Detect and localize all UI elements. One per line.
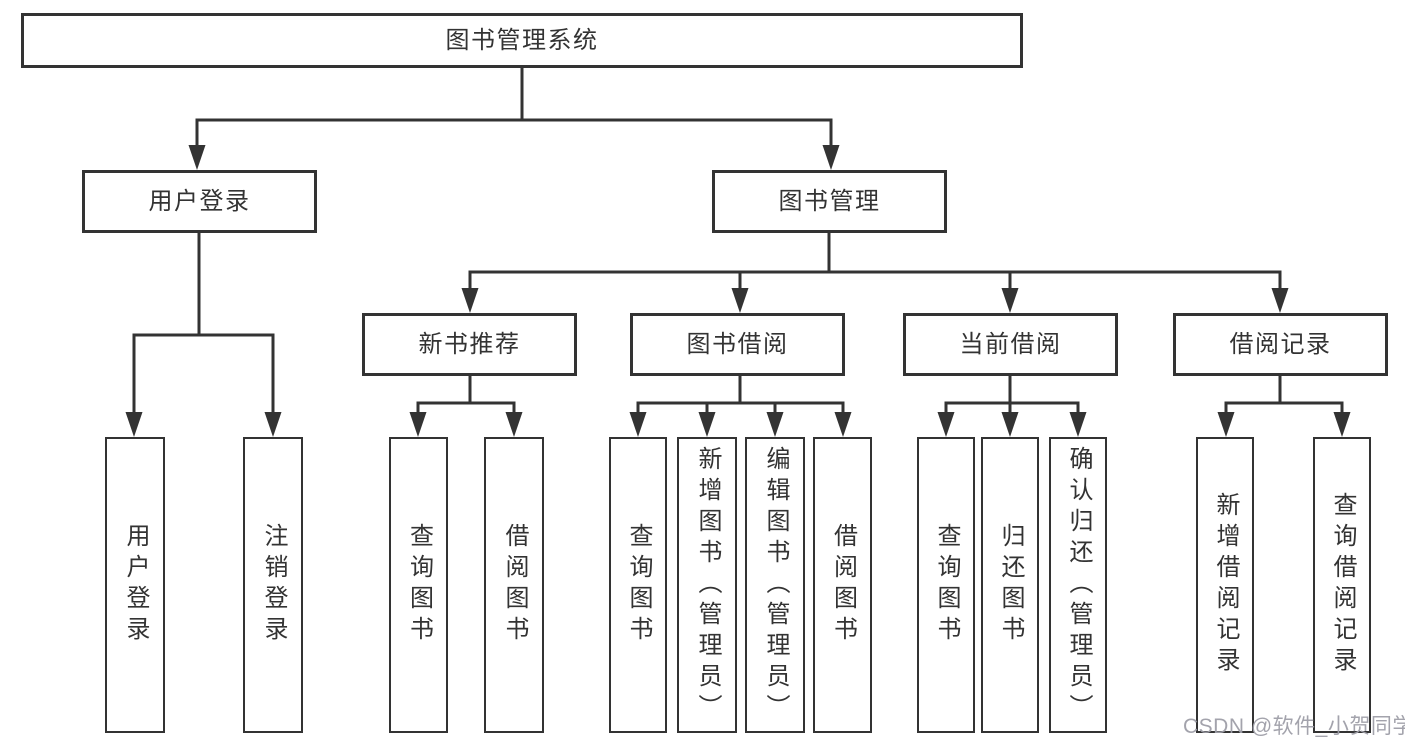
leaf-nb-borrow-books: 借阅图书 (484, 437, 544, 733)
node-label: 借阅记录 (1229, 330, 1332, 358)
leaf-bb-borrow-books: 借阅图书 (813, 437, 872, 733)
node-label: 借阅图书 (501, 523, 528, 647)
node-label: 新增借阅记录 (1212, 492, 1239, 678)
leaf-bb-add-books-admin: 新增图书（管理员） (677, 437, 737, 733)
node-borrowing-records: 借阅记录 (1173, 313, 1388, 376)
node-label: 图书借阅 (686, 330, 789, 358)
leaf-bb-edit-books-admin: 编辑图书（管理员） (745, 437, 805, 733)
connector-user-login-to-leaves (125, 231, 282, 437)
node-label: 查询图书 (933, 523, 960, 647)
node-label: 确认归还（管理员） (1065, 445, 1092, 725)
connector-book-management-to-level3 (461, 231, 1289, 313)
csdn-watermark: CSDN @软件_小贺同学 (1183, 715, 1405, 738)
node-current-borrowing: 当前借阅 (903, 313, 1118, 376)
leaf-cb-query-books: 查询图书 (917, 437, 975, 733)
node-book-borrowing: 图书借阅 (630, 313, 845, 376)
node-new-book-recommend: 新书推荐 (362, 313, 577, 376)
node-label: 当前借阅 (959, 330, 1062, 358)
node-label: 用户登录 (122, 523, 149, 647)
node-label: 查询借阅记录 (1329, 492, 1356, 678)
node-library-management-system: 图书管理系统 (21, 13, 1023, 68)
node-label: 图书管理系统 (445, 26, 599, 54)
connector-book-borrowing-to-leaves (629, 374, 852, 437)
leaf-nb-query-books: 查询图书 (389, 437, 448, 733)
leaf-br-add-borrow-record: 新增借阅记录 (1196, 437, 1254, 733)
connector-root-to-level2 (188, 66, 840, 170)
connector-borrowing-records-to-leaves (1217, 374, 1351, 437)
leaf-bb-query-books: 查询图书 (609, 437, 667, 733)
connector-current-borrowing-to-leaves (937, 374, 1087, 437)
node-label: 查询图书 (625, 523, 652, 647)
node-label: 查询图书 (405, 523, 433, 647)
node-label: 图书管理 (778, 187, 881, 215)
node-book-management: 图书管理 (712, 170, 947, 233)
leaf-user-login: 用户登录 (105, 437, 165, 733)
node-label: 新增图书（管理员） (694, 445, 721, 725)
node-label: 用户登录 (148, 187, 251, 215)
node-label: 借阅图书 (829, 523, 857, 647)
leaf-logout-login: 注销登录 (243, 437, 303, 733)
node-user-login: 用户登录 (82, 170, 317, 233)
node-label: 新书推荐 (418, 330, 521, 358)
leaf-br-query-borrow-record: 查询借阅记录 (1313, 437, 1371, 733)
node-label: 注销登录 (260, 523, 287, 647)
node-label: 归还图书 (997, 523, 1024, 647)
connector-new-book-recommend-to-leaves (409, 374, 523, 437)
node-label: 编辑图书（管理员） (762, 445, 789, 725)
leaf-cb-confirm-return-admin: 确认归还（管理员） (1049, 437, 1107, 733)
leaf-cb-return-books: 归还图书 (981, 437, 1039, 733)
